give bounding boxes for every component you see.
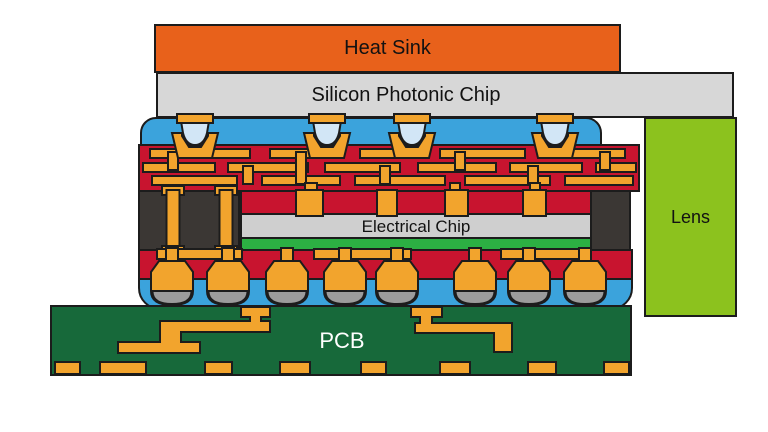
lens-block bbox=[644, 117, 737, 317]
top-underfill-layer bbox=[140, 117, 602, 147]
silicon-photonic-chip-block bbox=[156, 72, 734, 118]
bottom-rdl-substrate bbox=[138, 249, 633, 280]
pcb-block bbox=[50, 305, 632, 376]
top-rdl-substrate bbox=[138, 144, 640, 192]
electrical-chip-block bbox=[240, 213, 592, 240]
right-mold-block bbox=[590, 190, 631, 251]
heat-sink-block bbox=[154, 24, 621, 73]
left-mold-block bbox=[138, 190, 240, 251]
